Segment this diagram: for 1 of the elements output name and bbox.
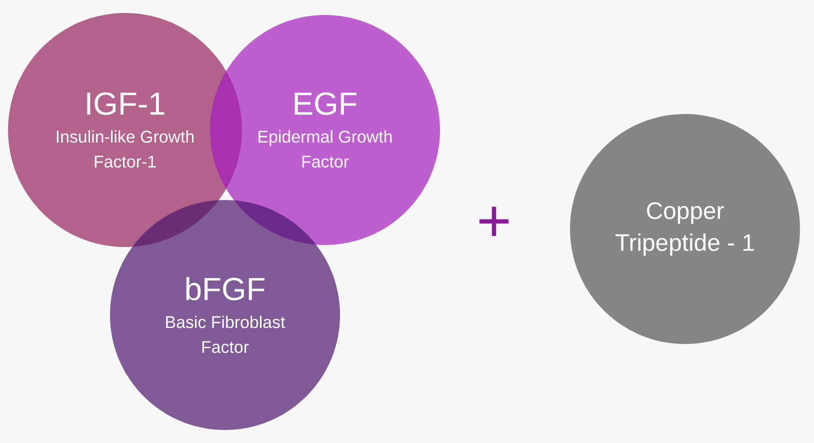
plus-sign: + — [479, 206, 509, 236]
